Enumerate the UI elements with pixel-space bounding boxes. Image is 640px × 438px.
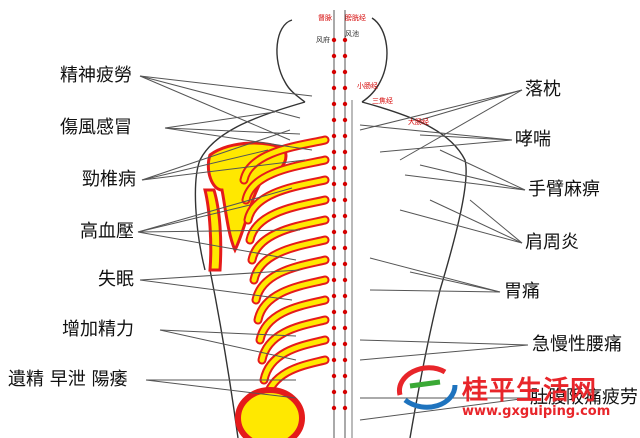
acupoint-dot bbox=[331, 133, 337, 139]
acupoint-dot bbox=[331, 309, 337, 315]
acupoint-dot bbox=[342, 37, 348, 43]
acupoint-dot bbox=[342, 229, 348, 235]
label-reproductive: 遺精 早泄 陽痿 bbox=[8, 369, 128, 390]
acupoint-dot bbox=[331, 181, 337, 187]
acupoint-dot bbox=[331, 213, 337, 219]
leader-lines bbox=[137, 75, 529, 421]
acupoint-dot bbox=[342, 373, 348, 379]
rib-fill bbox=[247, 197, 328, 243]
label-sanjiao: 三焦经 bbox=[372, 96, 393, 105]
rib-fill bbox=[261, 337, 328, 383]
watermark-text: 桂平生活网 bbox=[462, 376, 598, 406]
acupoint-dot bbox=[342, 245, 348, 251]
label-mental-fatigue: 精神疲勞 bbox=[60, 65, 132, 86]
acupoint-dot bbox=[331, 405, 337, 411]
ribs bbox=[239, 135, 330, 405]
rib-fill bbox=[251, 237, 328, 283]
label-cervical: 勁椎病 bbox=[82, 169, 136, 190]
acupoint-dot bbox=[331, 229, 337, 235]
acupoint-dot bbox=[331, 53, 337, 59]
acupoint-dot bbox=[342, 277, 348, 283]
label-hypertension: 高血壓 bbox=[80, 221, 134, 242]
acupoint-dot bbox=[331, 245, 337, 251]
label-du-mai: 督脉 bbox=[318, 13, 332, 22]
acupoint-dot bbox=[342, 309, 348, 315]
label-fengfu: 风府 bbox=[316, 35, 330, 44]
acupoint-dot bbox=[342, 357, 348, 363]
acupoint-dot bbox=[342, 165, 348, 171]
acupoint-dot bbox=[331, 101, 337, 107]
acupoint-dot bbox=[331, 357, 337, 363]
acupoint-dot bbox=[342, 69, 348, 75]
acupoint-dot bbox=[342, 405, 348, 411]
label-stomach-ache: 胃痛 bbox=[504, 281, 540, 302]
acupoint-dot bbox=[331, 261, 337, 267]
label-back-pain: 急慢性腰痛 bbox=[532, 334, 622, 355]
acupoint-dot bbox=[331, 85, 337, 91]
pelvis bbox=[235, 387, 305, 438]
rib-fill bbox=[243, 157, 328, 203]
acupoint-dot bbox=[342, 341, 348, 347]
acupoint-dot bbox=[331, 149, 337, 155]
acupoint-dot bbox=[342, 197, 348, 203]
label-xiaochang: 小肠经 bbox=[357, 81, 378, 90]
gxguiping-logo bbox=[397, 365, 458, 410]
acupoint-dot bbox=[331, 165, 337, 171]
label-asthma: 哮喘 bbox=[515, 129, 551, 150]
label-frozen-shoulder: 肩周炎 bbox=[525, 232, 579, 253]
acupoint-dot bbox=[331, 293, 337, 299]
meridian-text: 督脉 膀胱经 风府 风池 小肠经 三焦经 大肠经 bbox=[316, 13, 429, 126]
rib-fill bbox=[259, 317, 328, 363]
watermark-url: www.gxguiping.com bbox=[462, 404, 611, 419]
acupoint-dot bbox=[342, 389, 348, 395]
acupoint-dot bbox=[331, 341, 337, 347]
label-fengchi: 风池 bbox=[345, 29, 359, 38]
label-arm-numbness: 手臂麻痹 bbox=[528, 179, 600, 200]
acupoint-dot bbox=[331, 37, 337, 43]
label-abdominal: 肚腹阪痛疲劳 bbox=[530, 387, 638, 408]
acupoint-dot bbox=[342, 85, 348, 91]
label-insomnia: 失眠 bbox=[98, 269, 134, 290]
acupoint-dot bbox=[331, 277, 337, 283]
label-stiff-neck: 落枕 bbox=[525, 79, 561, 100]
acupoint-dot bbox=[342, 261, 348, 267]
acupoint-dot bbox=[331, 373, 337, 379]
acupoint-dot bbox=[342, 101, 348, 107]
acupoint-dot bbox=[342, 149, 348, 155]
acupoint-dot bbox=[331, 389, 337, 395]
acupoint-dot bbox=[342, 325, 348, 331]
acupoint-dot bbox=[331, 197, 337, 203]
label-dachang: 大肠经 bbox=[408, 117, 429, 126]
acupoint-dot bbox=[342, 117, 348, 123]
rib-fill bbox=[241, 137, 328, 183]
label-energy: 增加精力 bbox=[62, 319, 134, 340]
acupoint-dot bbox=[342, 293, 348, 299]
rib-fill bbox=[255, 277, 328, 323]
rib-fill bbox=[257, 297, 328, 343]
acupoint-dot bbox=[342, 213, 348, 219]
label-pangguang: 膀胱经 bbox=[345, 13, 366, 22]
acupoint-dot bbox=[342, 133, 348, 139]
acupoint-dot bbox=[342, 181, 348, 187]
label-cold: 傷風感冒 bbox=[60, 117, 132, 138]
acupoint-dot bbox=[342, 53, 348, 59]
acupoint-dot bbox=[331, 117, 337, 123]
acupoint-dot bbox=[331, 69, 337, 75]
acupoint-dot bbox=[331, 325, 337, 331]
acupoints bbox=[331, 37, 348, 411]
